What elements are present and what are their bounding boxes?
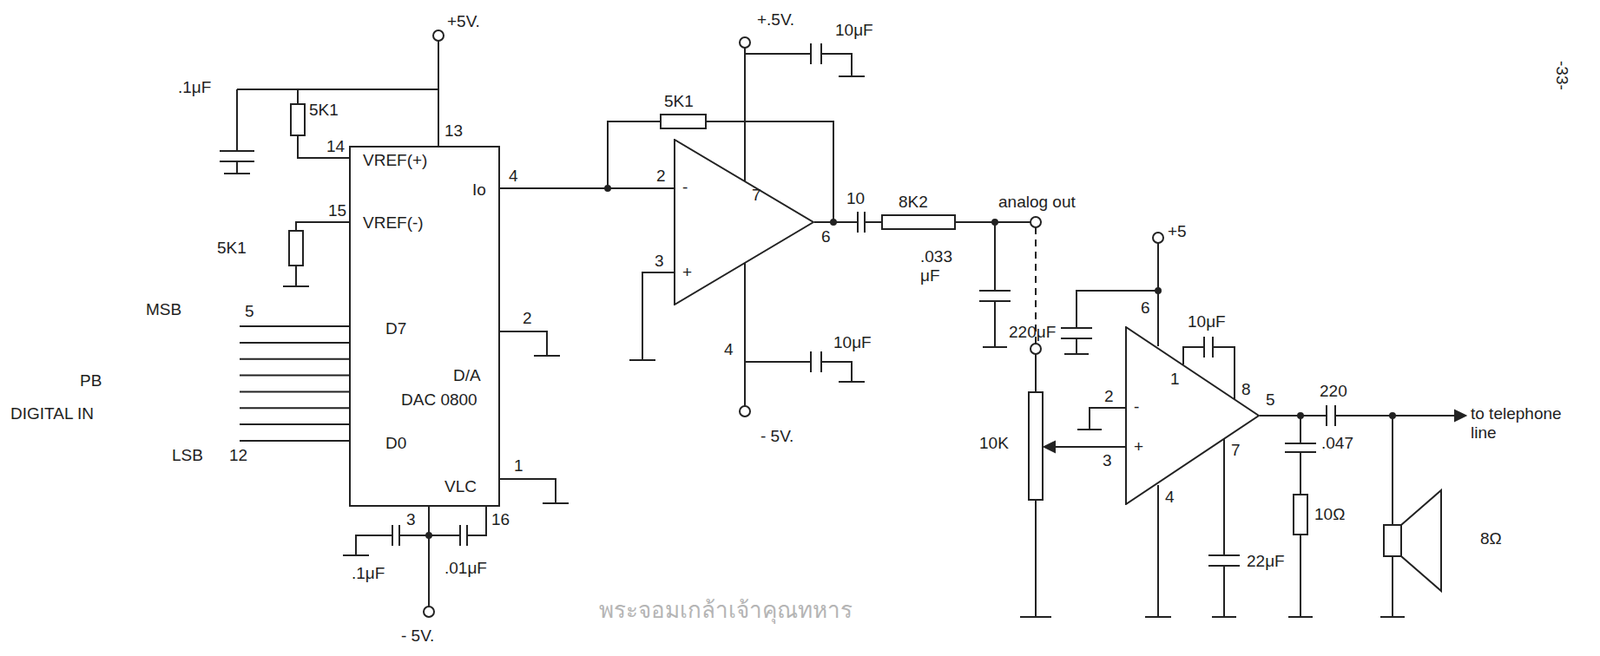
pin-name: D0 bbox=[385, 434, 407, 454]
pin-number: 14 bbox=[326, 137, 345, 157]
supply-label: - 5V. bbox=[401, 626, 435, 646]
pin-number: 4 bbox=[508, 166, 519, 186]
pin-number: 4 bbox=[1165, 487, 1175, 507]
pin-number: 5 bbox=[1265, 390, 1276, 410]
pin-number: 2 bbox=[1104, 387, 1114, 407]
watermark: พระจอมเกล้าเจ้าคุณทหาร bbox=[599, 597, 853, 624]
pin-number: 4 bbox=[724, 340, 734, 360]
capacitor-value: 10μF bbox=[833, 333, 872, 353]
pin-number: 16 bbox=[491, 510, 510, 530]
capacitor-value: .033 μF bbox=[920, 247, 975, 286]
input-sign: - bbox=[682, 177, 688, 198]
signal-name: DIGITAL IN bbox=[10, 404, 94, 424]
supply-label: +.5V. bbox=[757, 10, 795, 30]
pin-name: VLC bbox=[444, 477, 477, 497]
dac-chip: VREF(+) VREF(-) IoD7D0 D/A DAC 0800VLC bbox=[348, 145, 501, 507]
resistor-value: 8K2 bbox=[898, 192, 929, 212]
pin-number: 5 bbox=[244, 302, 255, 322]
terminal-label: analog out bbox=[998, 192, 1076, 212]
pin-number: 15 bbox=[328, 201, 347, 221]
pin-number: 1 bbox=[513, 456, 524, 476]
capacitor-value: 10 bbox=[846, 189, 865, 209]
signal-wire bbox=[500, 188, 674, 190]
capacitor-value: .047 bbox=[1321, 434, 1354, 454]
pin-number: 6 bbox=[1140, 298, 1151, 318]
input-sign: + bbox=[682, 263, 692, 283]
input-sign: - bbox=[1133, 397, 1140, 417]
pin-name: VREF(-) bbox=[362, 213, 424, 233]
pin-name: D/A bbox=[453, 366, 481, 386]
pin-number: 2 bbox=[522, 309, 533, 329]
pin-number: 6 bbox=[821, 227, 831, 247]
pin-number: 12 bbox=[229, 446, 248, 466]
speaker-value: 8Ω bbox=[1480, 529, 1502, 549]
pin-name: Io bbox=[472, 180, 487, 200]
pin-number: 3 bbox=[654, 251, 665, 271]
capacitor-value: 10μF bbox=[1187, 312, 1226, 332]
pin-name: DAC 0800 bbox=[401, 390, 478, 410]
output-label: to telephone line bbox=[1470, 404, 1586, 443]
pin-number: 3 bbox=[1102, 451, 1113, 471]
pin-number: 2 bbox=[656, 166, 666, 186]
pin-name: VREF(+) bbox=[362, 151, 428, 171]
signal-name: MSB bbox=[145, 300, 182, 320]
capacitor-value: 10μF bbox=[835, 20, 874, 40]
pin-number: 7 bbox=[1231, 441, 1241, 461]
capacitor-value: 22μF bbox=[1246, 552, 1285, 572]
pin-number: 8 bbox=[1241, 380, 1252, 400]
port-name: PB bbox=[79, 371, 102, 391]
triangle-outline bbox=[673, 138, 815, 306]
resistor-value: 5K1 bbox=[664, 92, 694, 112]
capacitor-value: 220μF bbox=[1008, 322, 1056, 343]
capacitor-value: 220 bbox=[1319, 381, 1348, 402]
resistor-value: 10Ω bbox=[1314, 505, 1345, 525]
pin-number: 1 bbox=[1170, 369, 1180, 389]
input-sign: + bbox=[1133, 437, 1144, 457]
opamp-symbol: -+ bbox=[673, 138, 815, 306]
triangle-outline bbox=[1125, 326, 1260, 506]
capacitor-value: .01μF bbox=[444, 559, 488, 579]
resistor-value: 5K1 bbox=[309, 100, 339, 120]
page-number: -33- bbox=[1552, 60, 1572, 91]
supply-label: +5V. bbox=[447, 12, 481, 32]
supply-label: +5 bbox=[1167, 222, 1187, 242]
potentiometer-value: 10K bbox=[979, 434, 1009, 454]
amplifier-symbol: -+ bbox=[1125, 326, 1260, 506]
capacitor-value: .1μF bbox=[351, 564, 385, 584]
supply-label: - 5V. bbox=[760, 427, 794, 447]
capacitor-value: .1μF bbox=[177, 78, 211, 98]
signal-name: LSB bbox=[171, 446, 204, 466]
pin-name: D7 bbox=[385, 319, 407, 339]
pin-number: 3 bbox=[406, 510, 416, 530]
pin-number: 7 bbox=[751, 185, 762, 205]
resistor-value: 5K1 bbox=[217, 238, 247, 258]
pin-number: 13 bbox=[444, 121, 463, 141]
